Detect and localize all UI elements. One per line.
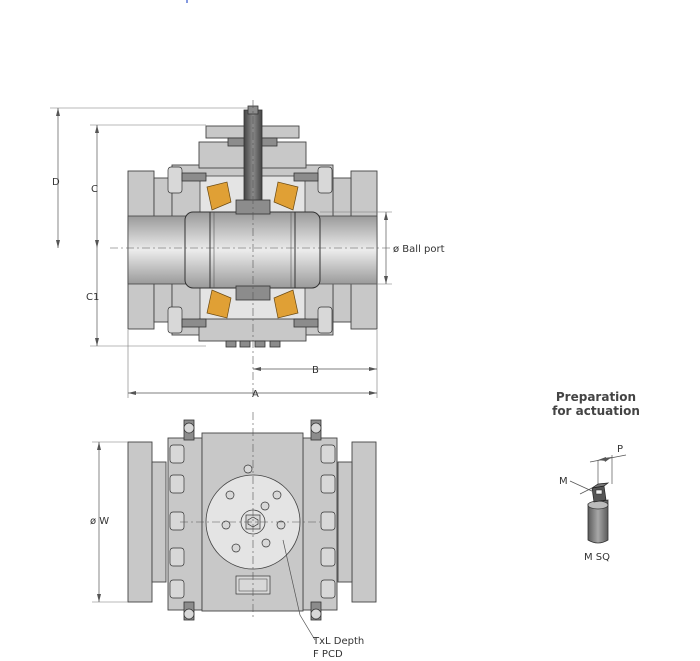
actuation-heading-line2: for actuation: [552, 404, 640, 418]
label-M: M: [559, 476, 568, 487]
label-ball-port: ø Ball port: [393, 244, 445, 255]
seat-lower-right: [273, 289, 299, 319]
actuation-heading: Preparation for actuation: [541, 390, 651, 418]
top-dimensions: [92, 441, 316, 641]
seat-lower-left: [206, 289, 232, 319]
section-dimensions: [50, 107, 392, 398]
top-left-bolts: [167, 419, 203, 621]
section-bolts: [167, 166, 333, 334]
top-right-bolts: [302, 419, 338, 621]
label-D: D: [52, 177, 60, 188]
section-view: [110, 100, 395, 395]
label-M-SQ: M SQ: [584, 552, 610, 563]
top-left-flange: [127, 441, 153, 603]
label-C1: C1: [86, 292, 99, 303]
label-C: C: [91, 184, 98, 195]
bottom-drain-details: [225, 340, 281, 348]
top-left-neck: [151, 461, 167, 583]
bottom-bonnet: [198, 318, 307, 342]
label-f-pcd: F PCD: [313, 649, 343, 660]
top-right-neck: [337, 461, 353, 583]
label-txl-depth: TxL Depth: [312, 636, 364, 647]
label-B: B: [312, 365, 319, 376]
actuation-heading-line1: Preparation: [555, 390, 637, 404]
label-P: P: [617, 444, 623, 455]
ball: [184, 211, 321, 289]
seat-upper-right: [273, 181, 299, 211]
top-right-flange: [351, 441, 377, 603]
label-W: ø W: [90, 516, 109, 527]
actuation-detail: [569, 454, 627, 544]
seat-upper-left: [206, 181, 232, 211]
label-A: A: [252, 389, 259, 400]
top-view: [127, 412, 377, 621]
